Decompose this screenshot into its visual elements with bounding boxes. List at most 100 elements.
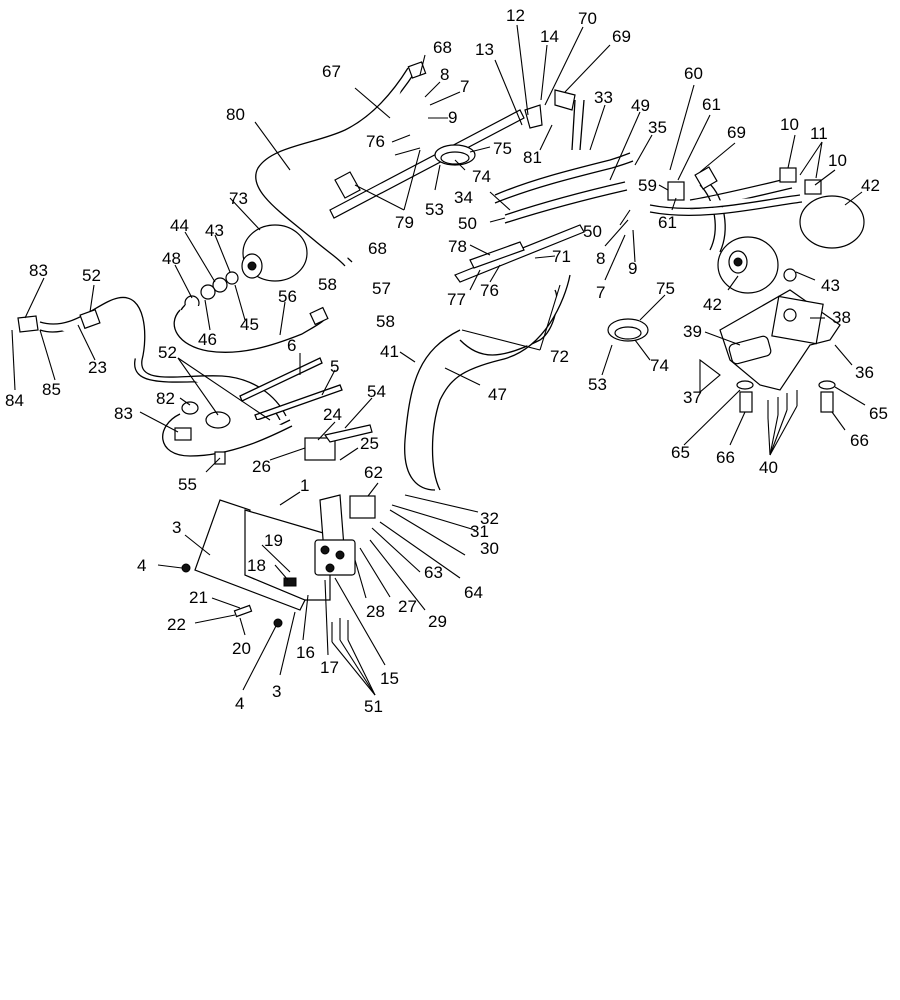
callout-74: 74 <box>650 356 669 375</box>
callout-73: 73 <box>229 189 248 208</box>
callout-17: 17 <box>320 658 339 677</box>
callout-66: 66 <box>850 431 869 450</box>
callout-4: 4 <box>235 694 244 713</box>
callout-20: 20 <box>232 639 251 658</box>
callout-84: 84 <box>5 391 24 410</box>
callout-39: 39 <box>683 322 702 341</box>
callout-12: 12 <box>506 6 525 25</box>
callout-58: 58 <box>318 275 337 294</box>
callout-52: 52 <box>158 343 177 362</box>
callout-10: 10 <box>780 115 799 134</box>
callout-11: 11 <box>810 124 828 143</box>
callout-55: 55 <box>178 475 197 494</box>
callout-9: 9 <box>448 108 457 127</box>
callout-72: 72 <box>550 347 569 366</box>
callout-34: 34 <box>454 188 473 207</box>
callout-65: 65 <box>869 404 888 423</box>
callout-28: 28 <box>366 602 385 621</box>
callout-74: 74 <box>472 167 491 186</box>
diagram-artwork <box>17 61 865 642</box>
callout-52: 52 <box>82 266 101 285</box>
callout-21: 21 <box>189 588 208 607</box>
callout-25: 25 <box>360 434 379 453</box>
callout-42: 42 <box>703 295 722 314</box>
callout-32: 32 <box>480 509 499 528</box>
callout-75: 75 <box>656 279 675 298</box>
callout-33: 33 <box>594 88 613 107</box>
callout-85: 85 <box>42 380 61 399</box>
callout-66: 66 <box>716 448 735 467</box>
callout-68: 68 <box>433 38 452 57</box>
callout-59: 59 <box>638 176 657 195</box>
callout-7: 7 <box>460 77 469 96</box>
callout-45: 45 <box>240 315 259 334</box>
callout-4: 4 <box>137 556 146 575</box>
callout-43: 43 <box>821 276 840 295</box>
callout-76: 76 <box>480 281 499 300</box>
callout-15: 15 <box>380 669 399 688</box>
callout-65: 65 <box>671 443 690 462</box>
callout-41: 41 <box>380 342 399 361</box>
callout-57: 57 <box>372 279 391 298</box>
callout-53: 53 <box>425 200 444 219</box>
callout-46: 46 <box>198 330 217 349</box>
callout-61: 61 <box>702 95 721 114</box>
callout-50: 50 <box>458 214 477 233</box>
callout-27: 27 <box>398 597 417 616</box>
callout-44: 44 <box>170 216 189 235</box>
callout-68: 68 <box>368 239 387 258</box>
callout-81: 81 <box>523 148 542 167</box>
callout-48: 48 <box>162 249 181 268</box>
callout-5: 5 <box>330 357 339 376</box>
callout-82: 82 <box>156 389 175 408</box>
callout-83: 83 <box>29 261 48 280</box>
callout-80: 80 <box>226 105 245 124</box>
callout-61: 61 <box>658 213 677 232</box>
callout-29: 29 <box>428 612 447 631</box>
callout-77: 77 <box>447 290 466 309</box>
callout-19: 19 <box>264 531 283 550</box>
callout-64: 64 <box>464 583 483 602</box>
callout-70: 70 <box>578 9 597 28</box>
callout-49: 49 <box>631 96 650 115</box>
callout-79: 79 <box>395 213 414 232</box>
callout-10: 10 <box>828 151 847 170</box>
callout-9: 9 <box>628 259 637 278</box>
leader-lines <box>11 24 866 696</box>
callout-78: 78 <box>448 237 467 256</box>
callout-3: 3 <box>272 682 281 701</box>
callout-56: 56 <box>278 287 297 306</box>
callout-37: 37 <box>683 388 702 407</box>
callout-83: 83 <box>114 404 133 423</box>
callout-13: 13 <box>475 40 494 59</box>
callout-18: 18 <box>247 556 266 575</box>
callout-54: 54 <box>367 382 386 401</box>
callout-8: 8 <box>440 65 449 84</box>
callout-63: 63 <box>424 563 443 582</box>
callout-69: 69 <box>727 123 746 142</box>
callout-42: 42 <box>861 176 880 195</box>
callout-6: 6 <box>287 336 296 355</box>
callout-23: 23 <box>88 358 107 377</box>
callout-16: 16 <box>296 643 315 662</box>
callout-24: 24 <box>323 405 342 424</box>
callout-36: 36 <box>855 363 874 382</box>
callout-76: 76 <box>366 132 385 151</box>
callout-67: 67 <box>322 62 341 81</box>
callout-71: 71 <box>552 247 571 266</box>
callout-51: 51 <box>364 697 383 716</box>
callout-43: 43 <box>205 221 224 240</box>
callout-22: 22 <box>167 615 186 634</box>
callout-7: 7 <box>596 283 605 302</box>
callout-8: 8 <box>596 249 605 268</box>
callout-38: 38 <box>832 308 851 327</box>
callout-30: 30 <box>480 539 499 558</box>
callout-40: 40 <box>759 458 778 477</box>
callout-62: 62 <box>364 463 383 482</box>
callout-75: 75 <box>493 139 512 158</box>
callout-69: 69 <box>612 27 631 46</box>
callout-labels: 1 3 3 4 4 5 6 7 7 8 8 9 9 10 10 11 12 13… <box>5 6 888 716</box>
callout-3: 3 <box>172 518 181 537</box>
